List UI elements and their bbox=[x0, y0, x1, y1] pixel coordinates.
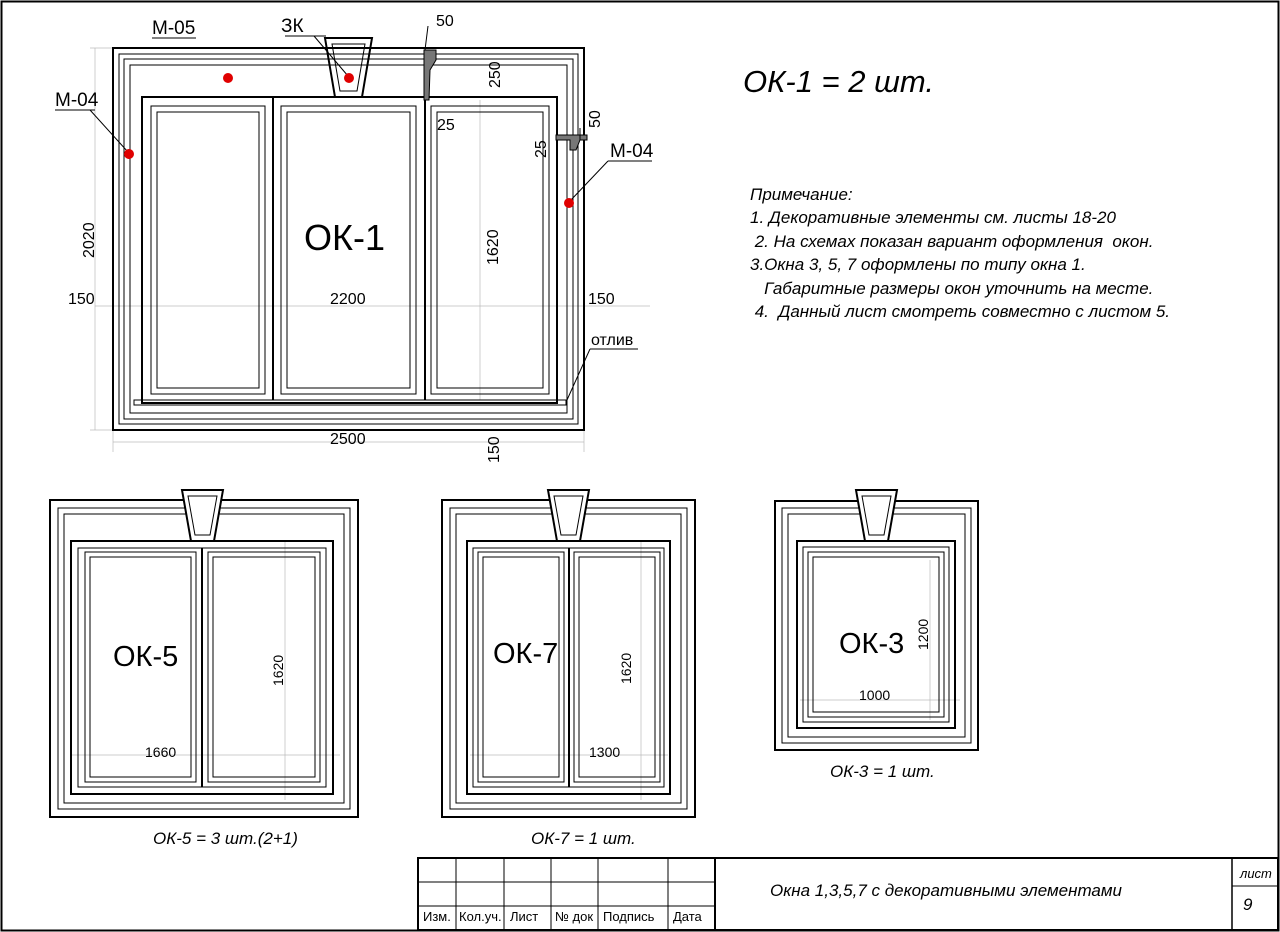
profile-section-right bbox=[555, 134, 588, 151]
note-item: 3.Окна 3, 5, 7 оформлены по типу окна 1. bbox=[750, 255, 1086, 275]
callout-m04-left: М-04 bbox=[55, 90, 99, 111]
keystone-ok3 bbox=[854, 489, 899, 542]
callout-m04-right: М-04 bbox=[610, 141, 654, 162]
callout-zk: ЗК bbox=[281, 16, 304, 37]
dim-2200: 2200 bbox=[330, 291, 366, 308]
tb-sheet-number: 9 bbox=[1243, 895, 1253, 914]
tb-header-doc: № док bbox=[555, 909, 594, 924]
keystone-ok5 bbox=[180, 489, 225, 542]
ok5-caption: ОК-5 = 3 шт.(2+1) bbox=[153, 829, 298, 848]
dim-150-bottom: 150 bbox=[486, 436, 503, 463]
marker-zk bbox=[344, 73, 354, 83]
ok5-label: ОК-5 bbox=[113, 641, 178, 673]
profile-section-top bbox=[423, 49, 437, 101]
window-ok3 bbox=[774, 489, 979, 751]
notes-heading: Примечание: bbox=[750, 185, 853, 204]
dim-2020: 2020 bbox=[81, 222, 98, 258]
dim-150-left: 150 bbox=[68, 291, 95, 308]
dim-150-right: 150 bbox=[588, 291, 615, 308]
ok7-width: 1300 bbox=[589, 744, 620, 760]
ok3-height: 1200 bbox=[915, 619, 931, 650]
window-ok7 bbox=[441, 489, 696, 818]
dim-50-top: 50 bbox=[436, 13, 454, 30]
ok7-height: 1620 bbox=[618, 653, 634, 684]
ok7-label: ОК-7 bbox=[493, 638, 558, 670]
marker-m05 bbox=[223, 73, 233, 83]
dim-25-b: 25 bbox=[533, 140, 550, 158]
tb-header-sign: Подпись bbox=[603, 909, 655, 924]
ok3-width: 1000 bbox=[859, 687, 890, 703]
note-item: Габаритные размеры окон уточнить на мест… bbox=[750, 278, 1154, 298]
dim-1620: 1620 bbox=[485, 229, 502, 265]
ok7-caption: ОК-7 = 1 шт. bbox=[531, 829, 636, 848]
marker-m04-right bbox=[564, 198, 574, 208]
tb-sheet-label: лист bbox=[1240, 866, 1272, 881]
callout-otliv: отлив bbox=[591, 332, 633, 349]
ok5-width: 1660 bbox=[145, 744, 176, 760]
ok1-label: ОК-1 bbox=[304, 217, 385, 258]
tb-header-izm: Изм. bbox=[423, 909, 451, 924]
dim-250: 250 bbox=[487, 61, 504, 88]
tb-header-kol: Кол.уч. bbox=[459, 909, 502, 924]
ok5-height: 1620 bbox=[270, 655, 286, 686]
keystone-zk bbox=[323, 37, 374, 98]
note-item: 4. Данный лист смотреть совместно с лист… bbox=[750, 302, 1171, 322]
ok1-leader-lines bbox=[55, 25, 652, 401]
callout-m05: М-05 bbox=[152, 18, 195, 39]
title-block bbox=[417, 857, 1279, 931]
window-ok1 bbox=[55, 25, 652, 452]
keystone-ok7 bbox=[546, 489, 591, 542]
tb-header-date: Дата bbox=[673, 909, 702, 924]
dim-2500: 2500 bbox=[330, 431, 366, 448]
tb-title: Окна 1,3,5,7 с декоративными элементами bbox=[770, 881, 1122, 900]
ok3-label: ОК-3 bbox=[839, 628, 904, 660]
note-item: 2. На схемах показан вариант оформления … bbox=[750, 231, 1154, 251]
sheet-title: ОК-1 = 2 шт. bbox=[743, 64, 934, 99]
note-item: 1. Декоративные элементы см. листы 18-20 bbox=[750, 208, 1116, 228]
ok3-caption: ОК-3 = 1 шт. bbox=[830, 762, 935, 781]
dim-50-right: 50 bbox=[587, 110, 604, 128]
notes: Примечание: 1. Декоративные элементы см. … bbox=[750, 183, 1170, 323]
marker-m04-left bbox=[124, 149, 134, 159]
window-ok5 bbox=[49, 489, 359, 818]
tb-header-list: Лист bbox=[510, 909, 539, 924]
dim-25-a: 25 bbox=[437, 117, 455, 134]
